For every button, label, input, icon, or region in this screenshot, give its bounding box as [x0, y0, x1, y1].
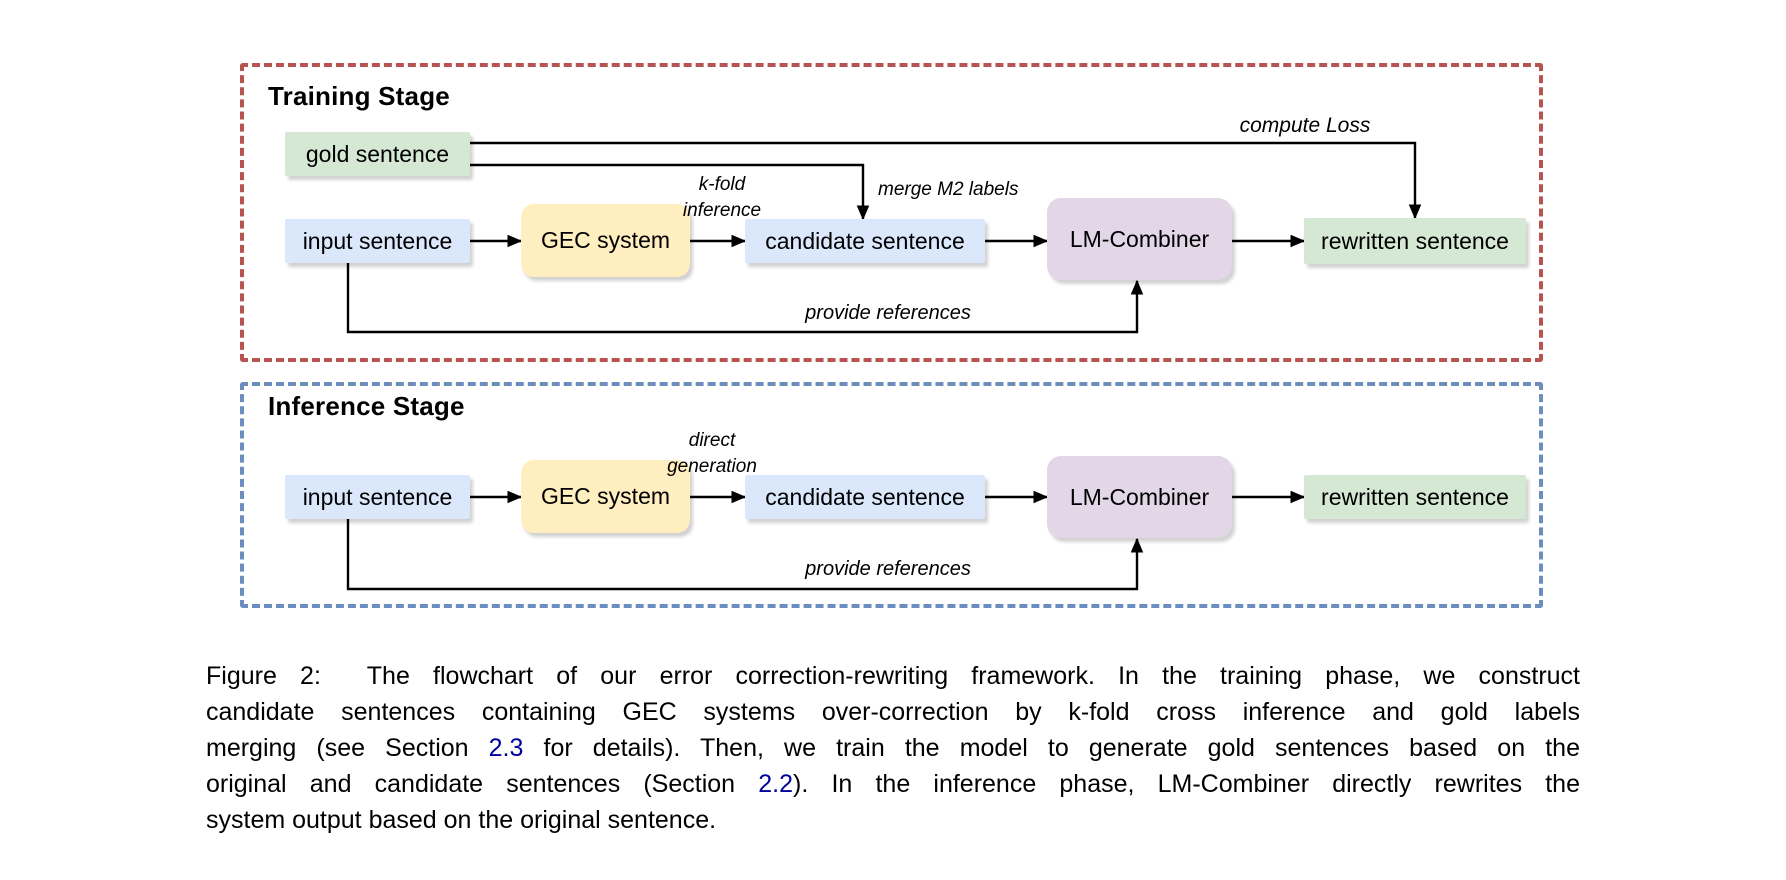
node-input-sentence-inference: input sentence: [285, 475, 470, 519]
node-gold-sentence: gold sentence: [285, 132, 470, 176]
node-lm-combiner-inference: LM-Combiner: [1047, 456, 1232, 538]
section-link-2-3[interactable]: 2.3: [488, 734, 524, 762]
edge-label-provide-references-training: provide references: [805, 302, 971, 324]
caption-line-3: merging (see Section 2.3 for details). T…: [206, 734, 1580, 762]
node-rewritten-sentence-inference: rewritten sentence: [1304, 475, 1526, 519]
node-candidate-sentence-training: candidate sentence: [745, 219, 985, 263]
node-candidate-sentence-inference: candidate sentence: [745, 475, 985, 519]
caption-line-2: candidate sentences containing GEC syste…: [206, 698, 1580, 726]
edge-label-provide-references-inference: provide references: [805, 558, 971, 580]
node-gec-system-training: GEC system: [521, 204, 690, 277]
edge-label-merge-m2: merge M2 labels: [878, 179, 1019, 200]
node-rewritten-sentence-training: rewritten sentence: [1304, 218, 1526, 264]
inference-stage-box: [240, 382, 1543, 608]
node-lm-combiner-training: LM-Combiner: [1047, 198, 1232, 280]
caption-line-5: system output based on the original sent…: [206, 806, 717, 834]
node-input-sentence-training: input sentence: [285, 219, 470, 263]
edge-label-direct-generation: direct generation: [667, 430, 757, 477]
node-gec-system-inference: GEC system: [521, 460, 690, 533]
training-stage-title: Training Stage: [268, 81, 450, 111]
caption-line-4: original and candidate sentences (Sectio…: [206, 770, 1580, 798]
training-stage-box: [240, 63, 1543, 362]
figure-caption: Figure 2: The flowchart of our error cor…: [206, 658, 1580, 838]
edge-label-compute-loss: compute Loss: [1239, 114, 1371, 137]
edge-label-kfold-inference: k-fold inference: [682, 174, 762, 221]
inference-stage-title: Inference Stage: [268, 391, 465, 421]
section-link-2-2[interactable]: 2.2: [758, 770, 794, 798]
caption-line-1: Figure 2: The flowchart of our error cor…: [206, 662, 1580, 690]
